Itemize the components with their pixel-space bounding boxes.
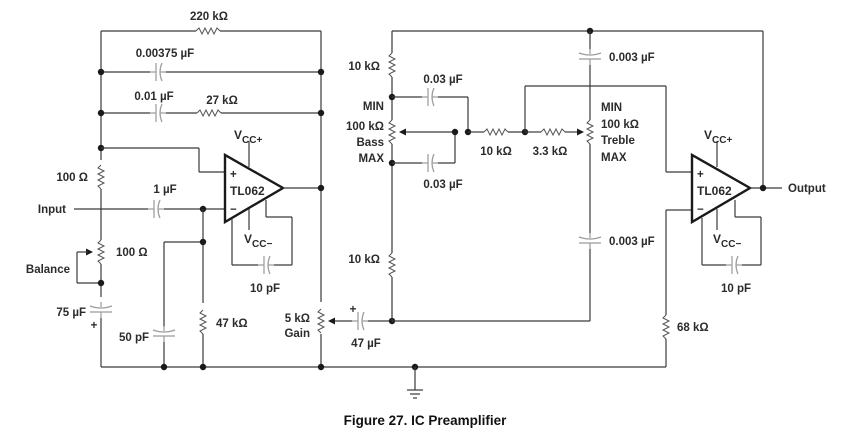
label-mid-10k: 10 kΩ xyxy=(480,146,512,158)
label-75uF: 75 µF xyxy=(56,307,86,319)
stage1-feedback-network: 220 kΩ 0.00375 µF 0.01 µF 27 kΩ xyxy=(97,11,325,367)
bass-pot-max: MAX xyxy=(358,153,384,165)
opamp-2-vcc-plus: VCC+ xyxy=(704,128,732,146)
opamp-2-vcc-minus: VCC− xyxy=(713,232,741,250)
label-bass-top-0-03uF: 0.03 µF xyxy=(423,74,462,86)
output-label: Output xyxy=(788,183,826,195)
bass-potentiometer xyxy=(388,119,396,145)
label-3-3k: 3.3 kΩ xyxy=(533,146,568,158)
opamp-2-comp-capacitor-10pF xyxy=(725,255,743,275)
polarity-47uF: + xyxy=(350,304,357,316)
label-27k: 27 kΩ xyxy=(206,95,238,107)
ground-rail xyxy=(101,363,666,399)
gain-network: + 47 µF 5 kΩ Gain xyxy=(284,304,396,350)
resistor-220k xyxy=(195,27,221,35)
opamp-1-symbol xyxy=(223,152,286,225)
label-opamp-1-10pF: 10 pF xyxy=(250,283,280,295)
ground-icon xyxy=(407,367,423,399)
input-label: Input xyxy=(38,204,66,216)
opamp-1-vcc-plus: VCC+ xyxy=(234,128,262,146)
label-50pF: 50 pF xyxy=(119,332,149,344)
label-0-00375uF: 0.00375 µF xyxy=(136,48,194,60)
label-68k: 68 kΩ xyxy=(677,322,709,334)
capacitor-treble-bottom-0-003uF xyxy=(578,232,602,250)
label-47k: 47 kΩ xyxy=(216,318,248,330)
capacitor-0-01uF xyxy=(149,103,167,123)
resistor-27k xyxy=(196,109,222,117)
label-47uF: 47 µF xyxy=(351,338,381,350)
opamp-2-plus: + xyxy=(697,169,704,181)
treble-pot-max: MAX xyxy=(601,152,627,164)
opamp-2: + − TL062 VCC+ VCC− 10 pF 68 kΩ Output xyxy=(662,31,826,367)
bass-pot-min: MIN xyxy=(363,101,384,113)
resistor-mid-10k xyxy=(483,128,509,136)
balance-potentiometer xyxy=(97,239,105,265)
resistor-100-ohm xyxy=(97,164,105,190)
capacitor-75uF xyxy=(89,301,113,319)
opamp-2-symbol xyxy=(690,152,753,225)
label-balance-100-ohm: 100 Ω xyxy=(116,247,148,259)
bass-pot-label: Bass xyxy=(357,137,385,149)
bass-pot-value: 100 kΩ xyxy=(346,121,384,133)
resistor-47k xyxy=(199,309,207,335)
label-bass-bottom-0-03uF: 0.03 µF xyxy=(423,179,462,191)
label-treble-bottom-0-003uF: 0.003 µF xyxy=(609,236,655,248)
resistor-3-3k xyxy=(540,128,566,136)
treble-pot-label: Treble xyxy=(601,135,635,147)
treble-pot-value: 100 kΩ xyxy=(601,119,639,131)
label-5k: 5 kΩ xyxy=(285,313,310,325)
opamp-1-comp-capacitor-10pF xyxy=(257,255,275,275)
opamp-1-vcc-minus: VCC− xyxy=(244,232,272,250)
label-100-ohm: 100 Ω xyxy=(56,172,88,184)
stage1-input-network: 100 Ω Input 1 µF 100 Ω Balance 75 µF + 5… xyxy=(26,147,248,367)
capacitor-50pF xyxy=(152,325,176,343)
gain-potentiometer xyxy=(317,308,325,334)
label-bass-upper-10k: 10 kΩ xyxy=(348,61,380,73)
resistor-bass-upper-10k xyxy=(388,52,396,78)
capacitor-treble-top-0-003uF xyxy=(578,48,602,66)
opamp-1-plus: + xyxy=(230,169,237,181)
label-opamp-2-10pF: 10 pF xyxy=(721,283,751,295)
opamp-2-part: TL062 xyxy=(697,184,732,198)
opamp-1-minus: − xyxy=(230,204,237,216)
capacitor-bass-top-0-03uF xyxy=(421,87,439,107)
label-0-01uF: 0.01 µF xyxy=(134,91,173,103)
treble-potentiometer xyxy=(586,119,594,145)
resistor-68k xyxy=(662,314,670,340)
label-treble-top-0-003uF: 0.003 µF xyxy=(609,52,655,64)
capacitor-1uF xyxy=(147,199,165,219)
resistor-bass-lower-10k xyxy=(388,252,396,278)
treble-pot-min: MIN xyxy=(601,102,622,114)
balance-label: Balance xyxy=(26,264,70,276)
label-1uF: 1 µF xyxy=(153,184,176,196)
gain-label: Gain xyxy=(284,328,310,340)
capacitor-0-00375uF xyxy=(149,62,167,82)
figure-caption: Figure 27. IC Preamplifier xyxy=(344,413,508,428)
polarity-75uF: + xyxy=(91,320,98,332)
capacitor-bass-bottom-0-03uF xyxy=(421,153,439,173)
label-220k: 220 kΩ xyxy=(190,11,228,23)
tone-stack: 10 kΩ MIN 100 kΩ Bass MAX 0.03 µF 0.03 µ… xyxy=(346,27,763,322)
label-bass-lower-10k: 10 kΩ xyxy=(348,254,380,266)
opamp-1-part: TL062 xyxy=(230,184,265,198)
opamp-1: + − TL062 VCC+ VCC− 10 pF xyxy=(223,128,325,295)
opamp-2-minus: − xyxy=(697,204,704,216)
